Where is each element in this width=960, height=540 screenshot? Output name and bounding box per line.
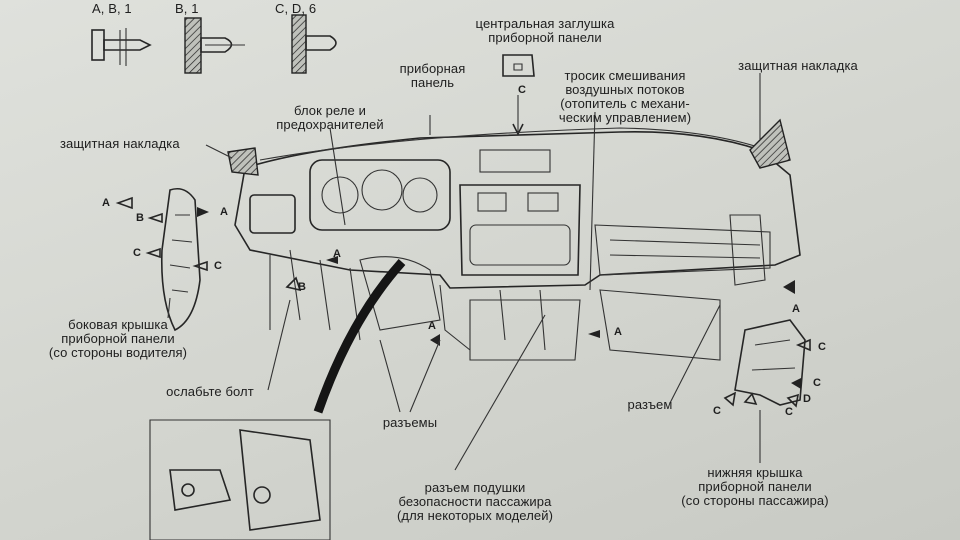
marker-a-4: A bbox=[428, 320, 436, 332]
fastener-label-1: A, B, 1 bbox=[92, 1, 132, 16]
marker-a-3: A bbox=[333, 248, 341, 260]
passenger-lower-cover bbox=[734, 319, 806, 406]
label-loosen-bolt: ослабьте болт bbox=[166, 384, 254, 399]
label-connector: разъем bbox=[627, 397, 673, 412]
marker-b-1: B bbox=[136, 212, 144, 224]
fastener-detail-2 bbox=[184, 17, 245, 74]
marker-a-1: A bbox=[102, 197, 110, 209]
marker-a-6: A bbox=[792, 303, 800, 315]
marker-c-2: C bbox=[214, 260, 222, 272]
center-plug-part bbox=[502, 54, 535, 136]
fastener-label-2: B, 1 bbox=[175, 1, 199, 16]
marker-c-5: C bbox=[813, 377, 821, 389]
label-mix-cable: тросик смешивания воздушных потоков (ото… bbox=[558, 68, 692, 125]
marker-arrows bbox=[115, 196, 811, 408]
label-center-plug: центральная заглушка приборной панели bbox=[475, 16, 615, 45]
marker-c-4: C bbox=[818, 341, 826, 353]
fastener-detail-3 bbox=[291, 14, 337, 74]
marker-a-2: A bbox=[220, 206, 228, 218]
dashboard-outline bbox=[227, 118, 801, 361]
marker-c-6: C bbox=[785, 406, 793, 418]
bolt-inset bbox=[149, 419, 331, 540]
fastener-label-3: C, D, 6 bbox=[275, 1, 317, 16]
marker-d-1: D bbox=[803, 393, 811, 405]
marker-a-5: A bbox=[614, 326, 622, 338]
label-connectors: разъемы bbox=[382, 415, 438, 430]
label-protective-cover-right: защитная накладка bbox=[738, 58, 858, 73]
fastener-detail-1 bbox=[91, 28, 152, 66]
label-side-cover: боковая крышка приборной панели (со стор… bbox=[48, 317, 188, 360]
label-lower-cover: нижняя крышка приборной панели (со сторо… bbox=[681, 465, 829, 508]
driver-side-cover bbox=[160, 187, 201, 332]
marker-b-2: B bbox=[298, 281, 306, 293]
label-relay-block: блок реле и предохранителей bbox=[276, 103, 384, 132]
label-airbag-connector: разъем подушки безопасности пассажира (д… bbox=[396, 480, 554, 523]
marker-c-1: C bbox=[133, 247, 141, 259]
steering-column bbox=[313, 258, 406, 414]
marker-c-7: C bbox=[713, 405, 721, 417]
label-dashboard: приборная панель bbox=[399, 61, 466, 90]
leader-lines bbox=[167, 73, 761, 471]
label-protective-cover-left: защитная накладка bbox=[60, 136, 180, 151]
marker-c-3: C bbox=[518, 84, 526, 96]
